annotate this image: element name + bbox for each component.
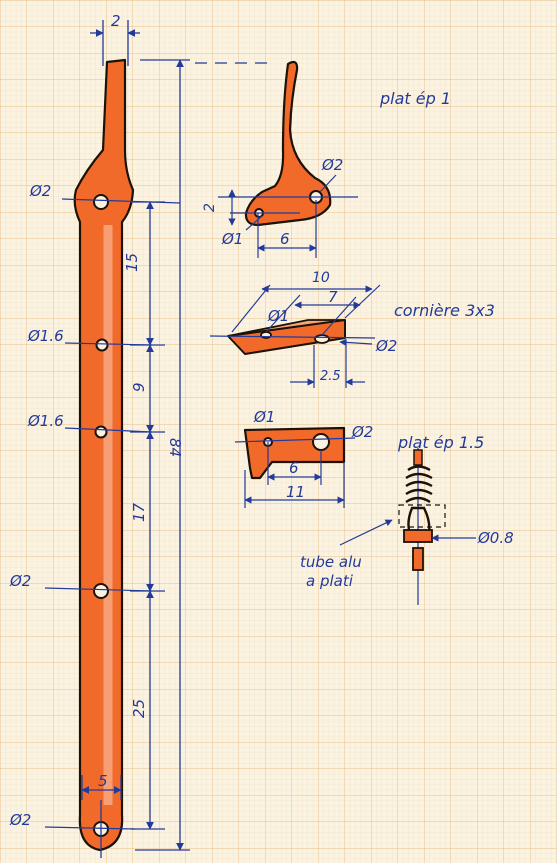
main-arm-body xyxy=(73,58,135,852)
spring-part-tube xyxy=(403,529,433,543)
hook-part-dims xyxy=(218,174,358,258)
flat-part-length-label: 11 xyxy=(286,483,305,501)
angle-part-offset-label: 2.5 xyxy=(320,369,341,384)
hole-2-label: Ø1.6 xyxy=(27,327,64,345)
spring-part-note-line2: a plati xyxy=(306,572,354,590)
hook-part-spacing-label: 6 xyxy=(280,230,290,248)
hook-part-height-label: 2 xyxy=(202,203,218,212)
hole-2 xyxy=(95,338,109,352)
flat-part-dims xyxy=(234,437,356,508)
angle-part-length-label: 10 xyxy=(312,270,330,286)
dim-top-width-label: 2 xyxy=(111,12,121,30)
dim-spacing-1: 15 xyxy=(123,253,141,272)
spring-part-note-line1: tube alu xyxy=(300,553,362,571)
spring-part-dims xyxy=(339,519,476,546)
dim-spacing-3: 17 xyxy=(130,502,148,522)
flat-part-spacing-label: 6 xyxy=(289,459,299,477)
hook-part-label: plat ép 1 xyxy=(379,89,451,108)
dim-bottom-width-label: 5 xyxy=(98,772,108,790)
angle-part-hole-large xyxy=(314,334,330,344)
spring-part-stem-top xyxy=(413,449,423,466)
dim-total-length xyxy=(135,59,275,851)
spring-part-dashed-box xyxy=(398,504,446,528)
dim-top-width xyxy=(90,20,140,66)
hook-part-hole-small-label: Ø1 xyxy=(221,230,243,248)
dim-spacing-2: 9 xyxy=(130,382,148,392)
spring-part-wire-label: Ø0.8 xyxy=(477,529,514,547)
hole-4-label: Ø2 xyxy=(9,572,31,590)
hole-1-label: Ø2 xyxy=(29,182,51,200)
angle-part-hole-small-label: Ø1 xyxy=(267,307,289,325)
flat-part-hole-large xyxy=(312,433,330,451)
hole-5-label: Ø2 xyxy=(9,811,31,829)
flat-part-hole-large-label: Ø2 xyxy=(351,423,373,441)
main-arm xyxy=(73,58,135,852)
spring-part xyxy=(398,448,446,605)
angle-part-spacing-label: 7 xyxy=(328,288,338,306)
flat-part-hole-small-label: Ø1 xyxy=(253,408,275,426)
hook-part-hole-large-label: Ø2 xyxy=(321,156,343,174)
spring-part-stem-bottom xyxy=(412,547,424,571)
hole-3 xyxy=(94,425,108,439)
hole-3-label: Ø1.6 xyxy=(27,412,64,430)
angle-part-hole-large-label: Ø2 xyxy=(375,337,397,355)
dim-spacing-4: 25 xyxy=(130,699,148,718)
flat-part-label: plat ép 1.5 xyxy=(397,433,484,452)
hole-1 xyxy=(93,194,109,210)
hole-4 xyxy=(93,583,109,599)
hook-part-body xyxy=(244,60,332,227)
dim-bottom-width xyxy=(81,775,122,858)
angle-part-dims xyxy=(209,284,381,388)
angle-part-label: cornière 3x3 xyxy=(394,301,495,320)
dim-total-length-label: 84 xyxy=(166,438,184,457)
hole-leaders xyxy=(44,198,181,830)
spring-part-coil xyxy=(405,465,433,504)
